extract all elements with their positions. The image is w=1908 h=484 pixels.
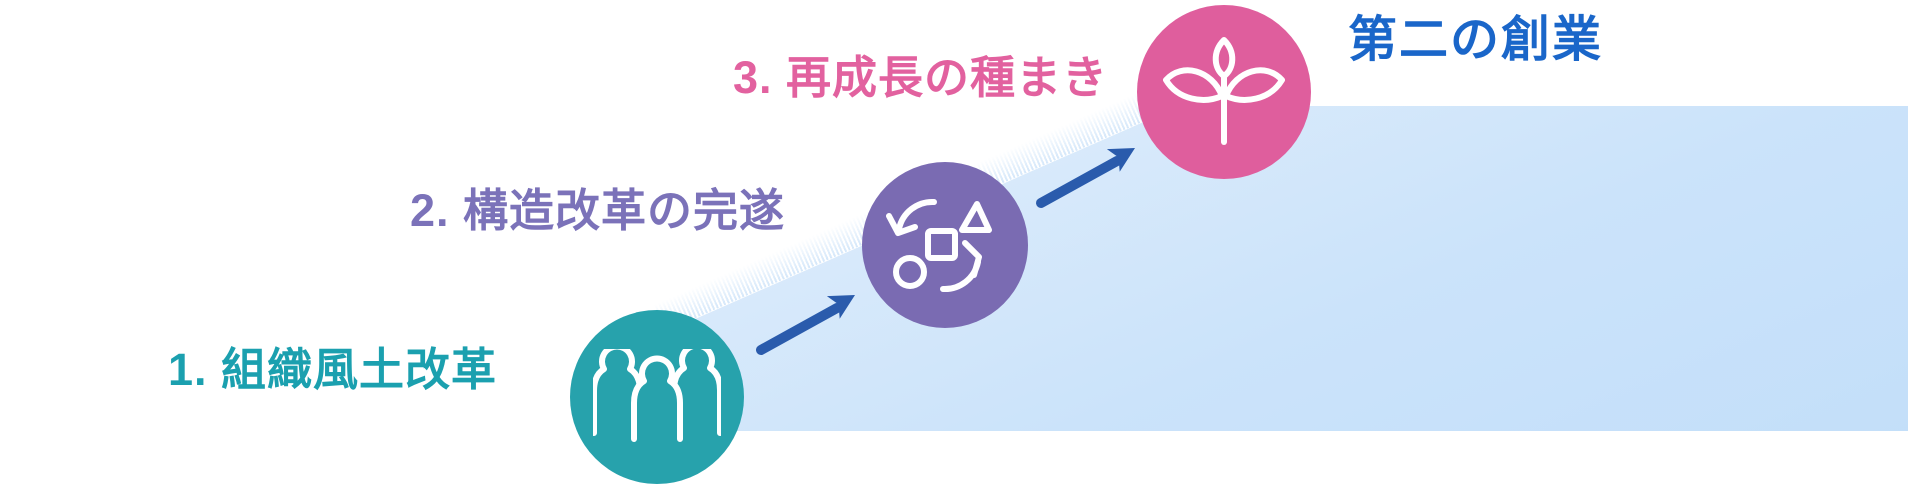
sprout-icon <box>1162 30 1286 154</box>
goal-title: 第二の創業 <box>1348 13 1604 67</box>
step-3-label: 3. 再成長の種まき <box>733 52 1109 103</box>
arrow-step2-to-step3-icon <box>1033 141 1145 218</box>
step-2-circle <box>862 162 1028 328</box>
step-1-circle <box>570 310 744 484</box>
step-3-circle <box>1137 5 1311 179</box>
step-2-label: 2. 構造改革の完遂 <box>410 185 786 236</box>
transform-icon <box>885 185 1005 305</box>
step-1-label: 1. 組織風土改革 <box>168 344 498 395</box>
arrow-step1-to-step2-icon <box>753 288 865 365</box>
people-icon <box>593 349 721 445</box>
